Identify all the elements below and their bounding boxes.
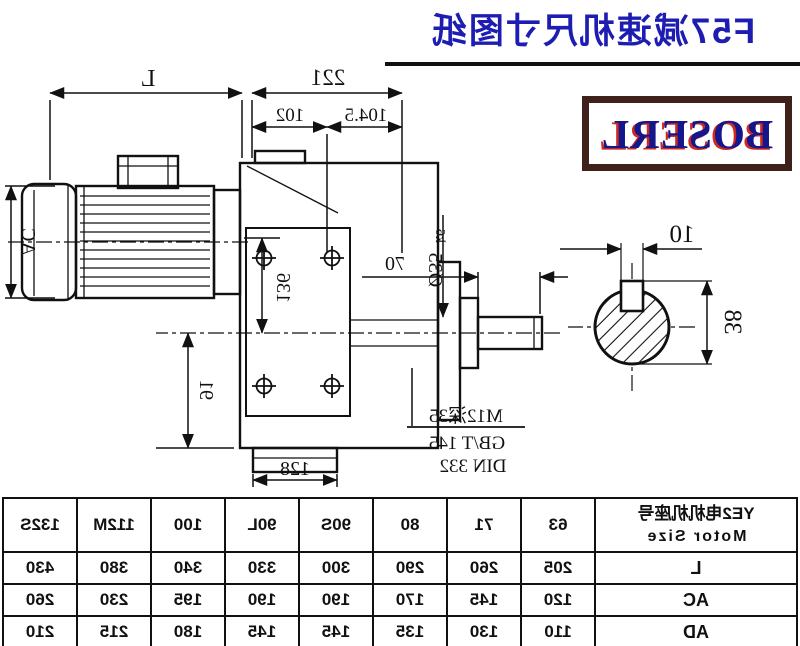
table-cell: 210 (3, 616, 77, 646)
gearmotor-outline (20, 149, 544, 474)
dimension-labels: L 221 104.5 102 70 136 91 128 AC Ø35 k6 … (17, 65, 746, 480)
table-cell: 180 (151, 616, 225, 646)
table-cell: 170 (373, 584, 447, 616)
standard-din-label: DIN 332 (439, 456, 506, 477)
table-cell: 205 (521, 552, 595, 584)
col-header: 90L (225, 498, 299, 552)
flange-bolts (252, 246, 344, 398)
table-row-AD: AD 110 130 135 145 145 180 215 210 (3, 616, 797, 646)
table-cell: 430 (3, 552, 77, 584)
table-cell: 330 (225, 552, 299, 584)
table-cell: 190 (225, 584, 299, 616)
table-cell: 195 (151, 584, 225, 616)
table-row-L: L 205 260 290 300 330 340 380 430 (3, 552, 797, 584)
col-header: 100 (151, 498, 225, 552)
shaft-cross-section (593, 243, 712, 366)
table-cell: 145 (225, 616, 299, 646)
dim-label-70: 70 (385, 253, 405, 275)
detail-lines (33, 156, 535, 459)
dim-label-104-5: 104.5 (345, 105, 388, 126)
dim-label-221: 221 (311, 65, 346, 90)
across-key-label: 38 (719, 310, 746, 335)
row-label: AD (595, 616, 797, 646)
table-cell: 290 (373, 552, 447, 584)
dim-label-136: 136 (272, 273, 294, 303)
dim-label-102: 102 (276, 105, 305, 126)
table-header-row: YE2电机机座号 Motor Size 63 71 80 90S 90L 100… (3, 498, 797, 552)
motor-size-header-en: Motor Size (645, 528, 747, 545)
motor-size-header-cn: YE2电机机座号 (637, 504, 755, 523)
col-header: 80 (373, 498, 447, 552)
col-header: 71 (447, 498, 521, 552)
table-cell: 190 (299, 584, 373, 616)
tapped-hole-note: M12深35 (429, 405, 503, 427)
row-label: AC (595, 584, 797, 616)
table-cell: 145 (299, 616, 373, 646)
key-width-label: 10 (670, 221, 695, 248)
shaft-diameter-label: Ø35 (424, 253, 446, 287)
table-cell: 230 (77, 584, 151, 616)
dim-label-AC: AC (17, 228, 39, 256)
row-label: L (595, 552, 797, 584)
col-header: 90S (299, 498, 373, 552)
dim-label-L: L (141, 66, 156, 92)
table-cell: 110 (521, 616, 595, 646)
col-header: 112M (77, 498, 151, 552)
table-cell: 130 (447, 616, 521, 646)
motor-size-header: YE2电机机座号 Motor Size (595, 498, 797, 552)
table-cell: 340 (151, 552, 225, 584)
col-header: 63 (521, 498, 595, 552)
table-cell: 260 (3, 584, 77, 616)
col-header: 132S (3, 498, 77, 552)
dim-label-91: 91 (195, 380, 217, 400)
table-cell: 215 (77, 616, 151, 646)
table-row-AC: AC 120 145 170 190 190 195 230 260 (3, 584, 797, 616)
standard-gb-label: GB/T 145 (429, 433, 505, 454)
table-cell: 380 (77, 552, 151, 584)
table-cell: 120 (521, 584, 595, 616)
dimension-lines (4, 87, 713, 487)
table-cell: 300 (299, 552, 373, 584)
shaft-fit-label: k6 (432, 229, 447, 243)
dim-label-128: 128 (280, 458, 310, 480)
table-cell: 135 (373, 616, 447, 646)
table-cell: 145 (447, 584, 521, 616)
dimension-table: YE2电机机座号 Motor Size 63 71 80 90S 90L 100… (2, 497, 798, 646)
table-cell: 260 (447, 552, 521, 584)
